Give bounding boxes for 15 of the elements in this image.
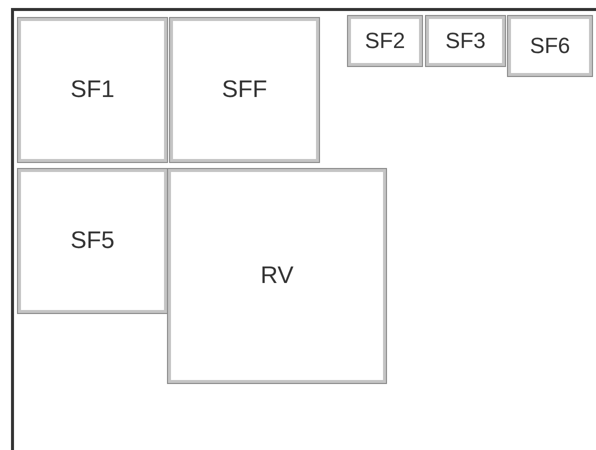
floor-plan-frame [11,8,596,450]
room-label: RV [260,262,294,290]
room-label: SF5 [70,227,114,255]
room-box [167,168,387,384]
room-label: SF1 [70,76,114,104]
room-box [169,17,320,163]
room-label: SF2 [364,28,406,54]
room-box [17,168,168,314]
room-box [17,17,168,163]
room-label: SFF [222,76,268,104]
room-box [507,15,593,77]
room-box [425,15,506,67]
room-label: SF6 [530,33,570,59]
room-box [347,15,423,67]
room-label: SF3 [445,28,486,54]
